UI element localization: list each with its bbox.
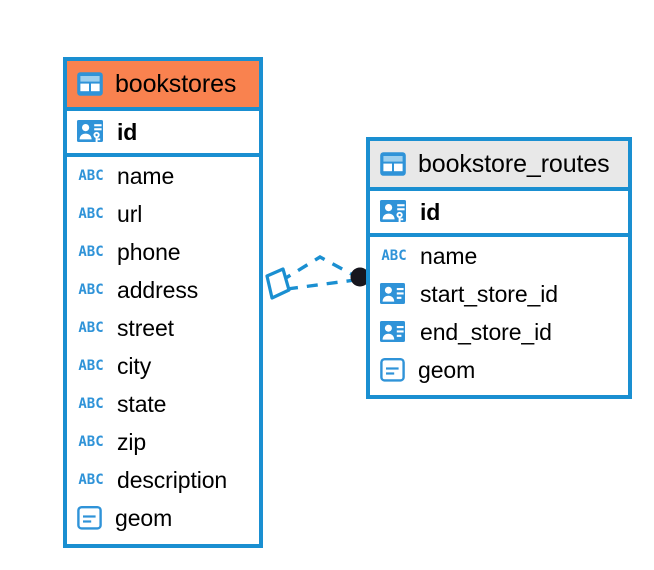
diamond-endpoint-icon: [265, 267, 291, 300]
relationship-line-upper: [280, 255, 358, 283]
field-label: state: [117, 390, 167, 417]
geometry-icon: [379, 357, 407, 383]
table-icon: [76, 71, 104, 97]
text-abc-icon: ABC: [78, 282, 104, 298]
field-label: name: [117, 162, 175, 189]
field-label: address: [117, 276, 199, 303]
field-label: geom: [115, 504, 173, 531]
field-row-geom[interactable]: geom: [370, 351, 628, 389]
field-label: city: [117, 352, 152, 379]
geometry-icon: [76, 505, 104, 531]
field-label: end_store_id: [420, 318, 552, 345]
text-abc-icon: ABC: [78, 396, 104, 412]
primary-key-icon: [379, 198, 409, 226]
field-row-name[interactable]: ABC name: [67, 157, 259, 195]
entity-title: bookstores: [115, 69, 237, 98]
field-label: street: [117, 314, 174, 341]
field-label: url: [117, 200, 143, 227]
field-label: description: [117, 466, 228, 493]
field-row-state[interactable]: ABC state: [67, 385, 259, 423]
text-abc-icon: ABC: [78, 320, 104, 336]
field-label: phone: [117, 238, 181, 265]
field-label: start_store_id: [420, 280, 558, 307]
text-abc-icon: ABC: [78, 206, 104, 222]
field-row-phone[interactable]: ABC phone: [67, 233, 259, 271]
text-abc-icon: ABC: [78, 168, 104, 184]
entity-title: bookstore_routes: [418, 149, 610, 178]
foreign-key-icon: [379, 318, 409, 346]
text-abc-icon: ABC: [78, 434, 104, 450]
field-row-street[interactable]: ABC street: [67, 309, 259, 347]
foreign-key-icon: [379, 280, 409, 308]
field-row-end-store-id[interactable]: end_store_id: [370, 313, 628, 351]
field-label: id: [420, 198, 441, 225]
entity-header-bookstore-routes[interactable]: bookstore_routes: [370, 141, 628, 191]
entity-header-bookstores[interactable]: bookstores: [67, 61, 259, 111]
field-row-start-store-id[interactable]: start_store_id: [370, 275, 628, 313]
field-row-zip[interactable]: ABC zip: [67, 423, 259, 461]
field-row-primary-key[interactable]: id: [370, 191, 628, 237]
field-label: name: [420, 242, 478, 269]
text-abc-icon: ABC: [78, 244, 104, 260]
field-label: id: [117, 118, 138, 145]
table-icon: [379, 151, 407, 177]
field-row-address[interactable]: ABC address: [67, 271, 259, 309]
text-abc-icon: ABC: [381, 248, 407, 264]
entity-bookstores[interactable]: bookstores id ABC name: [63, 57, 263, 548]
field-row-geom[interactable]: geom: [67, 499, 259, 537]
field-row-city[interactable]: ABC city: [67, 347, 259, 385]
field-row-url[interactable]: ABC url: [67, 195, 259, 233]
field-row-name[interactable]: ABC name: [370, 237, 628, 275]
entity-bookstore-routes[interactable]: bookstore_routes id ABC name: [366, 137, 632, 399]
field-label: geom: [418, 356, 476, 383]
text-abc-icon: ABC: [78, 472, 104, 488]
relationship-line-lower: [286, 278, 356, 291]
field-row-description[interactable]: ABC description: [67, 461, 259, 499]
text-abc-icon: ABC: [78, 358, 104, 374]
primary-key-icon: [76, 118, 106, 146]
field-label: zip: [117, 428, 147, 455]
field-row-primary-key[interactable]: id: [67, 111, 259, 157]
